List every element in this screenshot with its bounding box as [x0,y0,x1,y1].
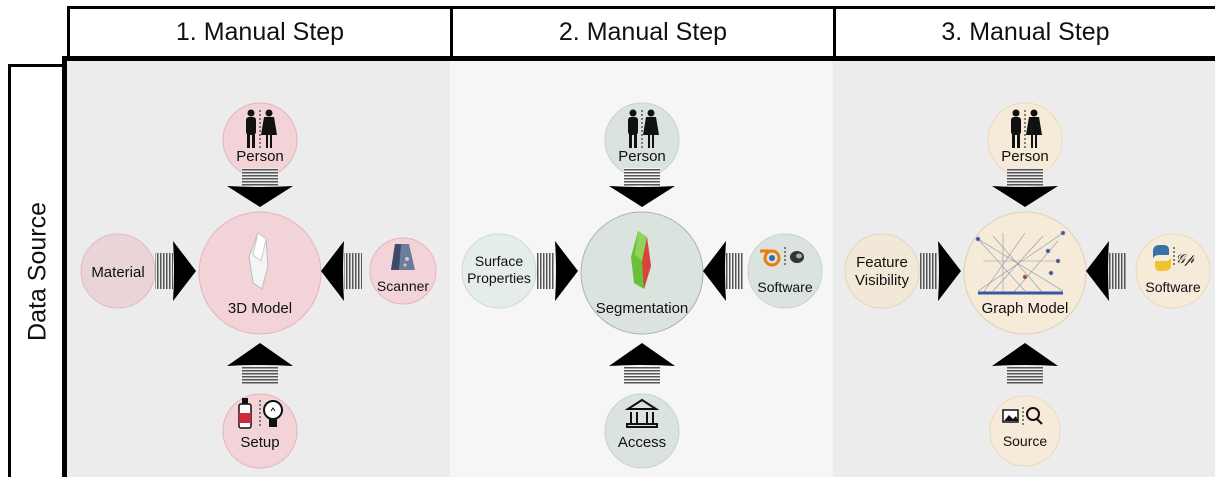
header-step-1-label: 1. Manual Step [175,18,345,46]
header-step-3: 3. Manual Step [833,6,1215,56]
python-icon [1153,245,1171,271]
center-label: Graph Model [982,300,1069,317]
side-frame-top [8,64,64,67]
spray-can-icon [238,398,252,429]
top-connector-hatch [1007,168,1043,186]
scanner-icon [391,244,415,270]
left-connector-hatch [537,253,555,289]
top-arrow [992,186,1058,207]
panel-1-diagram: 3D Model Person Setup Material [80,102,437,469]
right-connector-hatch [344,253,362,289]
side-divider [62,56,67,477]
bottom-node-source [989,395,1061,467]
bottom-label: Access [618,434,666,451]
panel-2-diagram: Segmentation Person Access Surface Prope… [461,102,823,469]
bottom-connector-hatch [1007,366,1043,384]
header-step-1: 1. Manual Step [67,6,453,56]
center-label: Segmentation [596,300,689,317]
right-label: Scanner [377,278,429,294]
left-node-feature-visibility [844,233,920,309]
person-icon [246,109,277,149]
right-arrow [703,241,726,301]
left-label-line2: Visibility [855,272,909,289]
right-arrow [321,241,344,301]
bottom-label: Source [1003,433,1048,449]
right-node-scanner [369,237,437,305]
blender-icon [760,249,781,267]
person-icon [628,109,659,149]
gephi-icon: 𝒢𝓅 [1176,252,1195,267]
right-arrow [1086,241,1109,301]
bottom-connector-hatch [624,366,660,384]
left-label: Material [91,264,144,281]
bottom-arrow [227,343,293,366]
top-label: Person [618,148,666,165]
right-node-software [747,233,823,309]
magnifier-icon [1026,407,1043,425]
left-label-line1: Feature [856,254,908,271]
left-arrow [173,241,196,301]
crystal-model-icon [248,232,269,290]
header-step-2-label: 2. Manual Step [558,18,728,46]
bottom-label: Setup [240,434,279,451]
center-node-graph-model [963,211,1087,335]
top-connector-hatch [242,168,278,186]
image-icon [1002,409,1019,423]
right-label: Software [1145,279,1200,295]
top-label: Person [1001,148,1049,165]
left-connector-hatch [920,253,938,289]
header-step-2: 2. Manual Step [450,6,836,56]
header-divider [62,56,1215,61]
side-frame-left [8,64,11,477]
bottom-arrow [992,343,1058,366]
top-label: Person [236,148,284,165]
header-step-3-label: 3. Manual Step [941,18,1110,46]
top-arrow [609,186,675,207]
panel-step-1: 3D Model Person Setup Material [67,61,450,477]
right-label: Software [757,279,812,295]
left-label-line1: Surface [475,253,523,269]
top-arrow [227,186,293,207]
lightbulb-icon [263,400,283,427]
right-node-software [1135,233,1211,309]
left-label-line2: Properties [467,270,531,286]
bottom-connector-hatch [242,366,278,384]
left-arrow [938,241,961,301]
panel-step-2: Segmentation Person Access Surface Prope… [450,61,833,477]
left-connector-hatch [155,253,173,289]
right-connector-hatch [1109,253,1127,289]
top-connector-hatch [624,168,660,186]
crystal-model-icon [631,231,651,289]
panel-3-diagram: Graph Model Person Source Feature Visibi… [844,102,1211,467]
panel-step-3: Graph Model Person Source Feature Visibi… [833,61,1215,477]
left-node-surface-properties [461,233,537,309]
bottom-node-access [604,393,680,469]
person-icon [1011,109,1042,149]
center-label: 3D Model [228,300,292,317]
side-label: Data Source [23,202,52,341]
left-arrow [555,241,578,301]
right-connector-hatch [726,253,744,289]
graph-icon [975,230,1066,295]
zbrush-icon [790,251,804,263]
bottom-arrow [609,343,675,366]
museum-icon [624,398,660,428]
